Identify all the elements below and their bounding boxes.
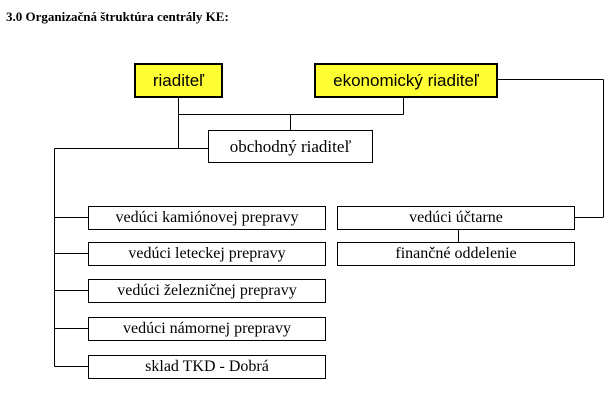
node-label: riaditeľ [152,71,205,90]
node-veduci-leteckej-prepravy: vedúci leteckej prepravy [88,242,326,266]
node-financne-oddelenie: finančné oddelenie [337,242,575,266]
node-label: obchodný riaditeľ [229,137,352,156]
node-veduci-kamionovej-prepravy: vedúci kamiónovej prepravy [88,206,326,230]
node-label: vedúci kamiónovej prepravy [115,209,299,226]
node-veduci-uctarne: vedúci účtarne [337,206,575,230]
page-title: 3.0 Organizačná štruktúra centrály KE: [6,9,229,24]
node-label: vedúci leteckej prepravy [128,245,286,262]
node-sklad-tkd: sklad TKD - Dobrá [88,355,326,379]
node-label: finančné oddelenie [395,245,517,262]
node-label: ekonomický riaditeľ [333,71,479,90]
node-veduci-namornej-prepravy: vedúci námornej prepravy [88,317,326,341]
node-veduci-zeleznicnej-prepravy: vedúci železničnej prepravy [88,279,326,303]
node-ekonomicky-riaditel: ekonomický riaditeľ [314,63,498,98]
node-label: vedúci námornej prepravy [123,320,291,337]
node-riaditel: riaditeľ [134,63,223,98]
node-label: vedúci účtarne [409,209,503,226]
node-obchodny-riaditel: obchodný riaditeľ [208,130,373,163]
node-label: sklad TKD - Dobrá [145,358,269,375]
node-label: vedúci železničnej prepravy [117,282,297,299]
